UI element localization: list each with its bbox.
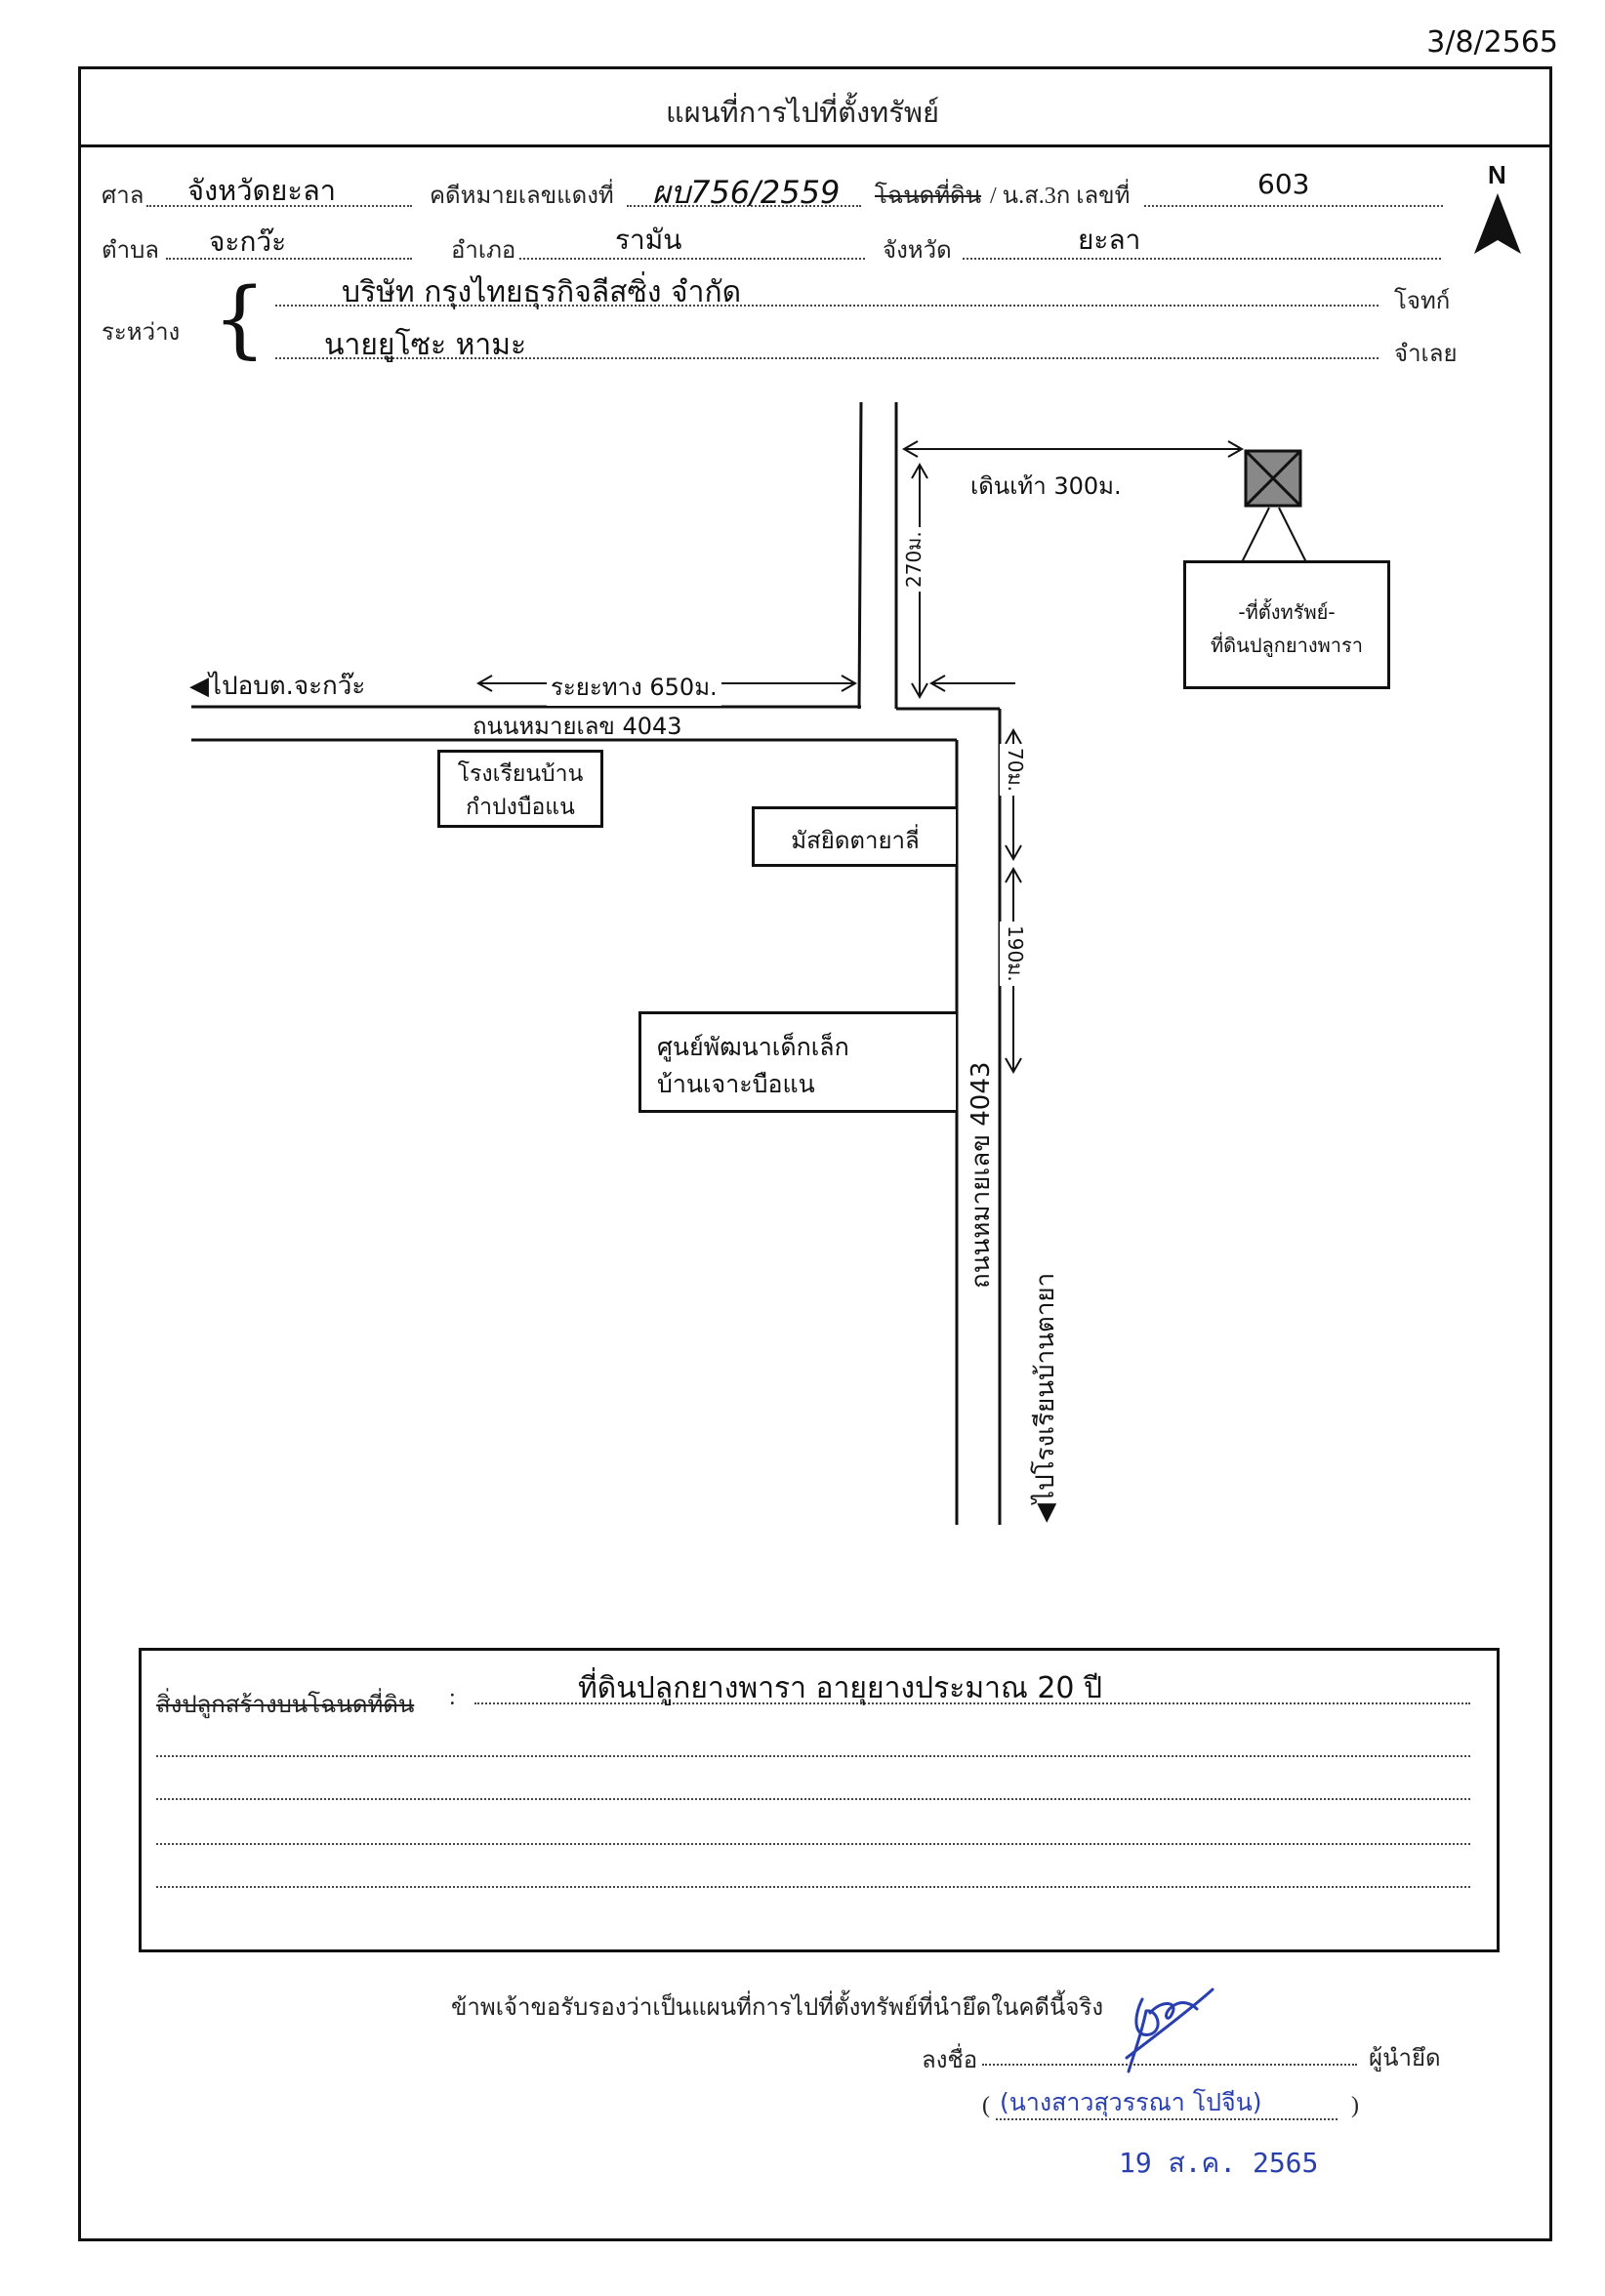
walk-300-label: เดินเท้า 300ม. — [970, 472, 1122, 500]
signer-name: (นางสาวสุวรรณา โปจีน) — [1000, 2088, 1262, 2116]
distance-270-label: 270ม. — [898, 527, 929, 592]
subdistrict-label: ตำบล — [102, 238, 160, 264]
title-divider — [78, 144, 1549, 147]
buildings-line-1 — [474, 1702, 1470, 1704]
plaintiff-label: โจทก์ — [1394, 289, 1451, 314]
plaintiff-value: บริษัท กรุงไทยธุรกิจลีสซิ่ง จำกัด — [342, 275, 742, 309]
school-box: โรงเรียนบ้าน กำปงบือแน — [437, 750, 603, 828]
property-marker — [1244, 449, 1302, 508]
property-label-line-1: -ที่ตั้งทรัพย์- — [1238, 600, 1336, 624]
child-center-line-1: ศูนย์พัฒนาเด็กเล็ก — [657, 1033, 849, 1061]
school-line-2: กำปงบือแน — [466, 795, 575, 820]
buildings-value: ที่ดินปลูกยางพารา อายุยางประมาณ 20 ปี — [578, 1671, 1103, 1705]
deed-value: 603 — [1257, 168, 1310, 200]
buildings-box — [139, 1648, 1500, 1952]
mosque-label: มัสยิดตายาลี่ — [791, 827, 920, 854]
property-label-line-2: ที่ดินปลูกยางพารา — [1210, 634, 1363, 657]
north-label: N — [1488, 160, 1506, 189]
buildings-line-4 — [156, 1843, 1470, 1845]
deed-line — [1144, 205, 1443, 207]
school-line-1: โรงเรียนบ้าน — [457, 761, 584, 787]
defendant-label: จำเลย — [1394, 342, 1458, 367]
buildings-label: สิ่งปลูกสร้างบนโฉนดที่ดิน — [156, 1693, 415, 1718]
defendant-value: นายยูโซะ หามะ — [324, 328, 527, 362]
signer-role: ผู้นำยึด — [1369, 2046, 1441, 2071]
road-vertical-label: ถนนหมายเลข 4043 — [967, 1061, 996, 1289]
name-line — [996, 2118, 1338, 2120]
form-frame — [78, 66, 1552, 2241]
distance-190-label: 190ม. — [1000, 922, 1031, 986]
property-label-box: -ที่ตั้งทรัพย์- ที่ดินปลูกยางพารา — [1183, 560, 1390, 689]
province-value: ยะลา — [1078, 224, 1141, 256]
buildings-line-2 — [156, 1755, 1470, 1757]
court-label: ศาล — [102, 184, 144, 209]
plaintiff-line — [275, 305, 1379, 307]
deed-label: / น.ส.3ก เลขที่ — [990, 184, 1131, 209]
case-label: คดีหมายเลขแดงที่ — [430, 184, 614, 209]
province-line — [963, 258, 1441, 260]
mosque-box: มัสยิดตายาลี่ — [752, 806, 956, 867]
name-close-paren: ) — [1351, 2093, 1359, 2118]
route-map — [191, 401, 1307, 1525]
distance-650-label: ระยะทาง 650ม. — [547, 668, 721, 706]
buildings-line-5 — [156, 1886, 1470, 1888]
document-date: 3/8/2565 — [1426, 25, 1558, 60]
certification-statement: ข้าพเจ้าขอรับรองว่าเป็นแผนที่การไปที่ตั้… — [451, 1995, 1104, 2021]
road-horizontal-label: ถนนหมายเลข 4043 — [473, 713, 682, 740]
case-value: ผบ756/2559 — [652, 174, 841, 211]
court-value: จังหวัดยะลา — [187, 174, 337, 207]
child-center-box: ศูนย์พัฒนาเด็กเล็ก บ้านเจาะบือแน — [638, 1011, 956, 1113]
child-center-line-2: บ้านเจาะบือแน — [657, 1070, 815, 1098]
to-subdistrict-label: ◀ไปอบต.จะกว๊ะ — [189, 672, 366, 701]
court-line — [146, 205, 412, 207]
buildings-line-3 — [156, 1798, 1470, 1800]
distance-70-label: 70ม. — [1000, 744, 1031, 796]
subdistrict-value: จะกว๊ะ — [209, 226, 287, 258]
district-line — [519, 258, 865, 260]
subdistrict-underline — [166, 258, 412, 260]
north-arrow-icon — [1474, 193, 1521, 254]
to-school-label: ◀ไปโรงเรียนบ้านตายา — [1031, 1272, 1060, 1523]
province-label: จังหวัด — [883, 238, 952, 264]
district-value: รามัน — [615, 224, 682, 256]
form-title: แผนที่การไปที่ตั้งทรัพย์ — [666, 98, 939, 129]
deed-struck: โฉนดที่ดิน — [875, 184, 982, 209]
sign-label: ลงชื่อ — [922, 2048, 978, 2073]
defendant-line — [275, 357, 1379, 359]
case-line — [627, 205, 861, 207]
stamp-date: 19 ส.ค. 2565 — [1119, 2147, 1319, 2179]
district-label: อำเภอ — [451, 238, 516, 264]
buildings-colon: : — [449, 1685, 456, 1710]
between-brace: { — [213, 270, 267, 368]
between-label: ระหว่าง — [102, 320, 181, 346]
name-open-paren: ( — [982, 2093, 990, 2118]
sign-line — [982, 2064, 1357, 2066]
signature-image — [1125, 1988, 1214, 2073]
